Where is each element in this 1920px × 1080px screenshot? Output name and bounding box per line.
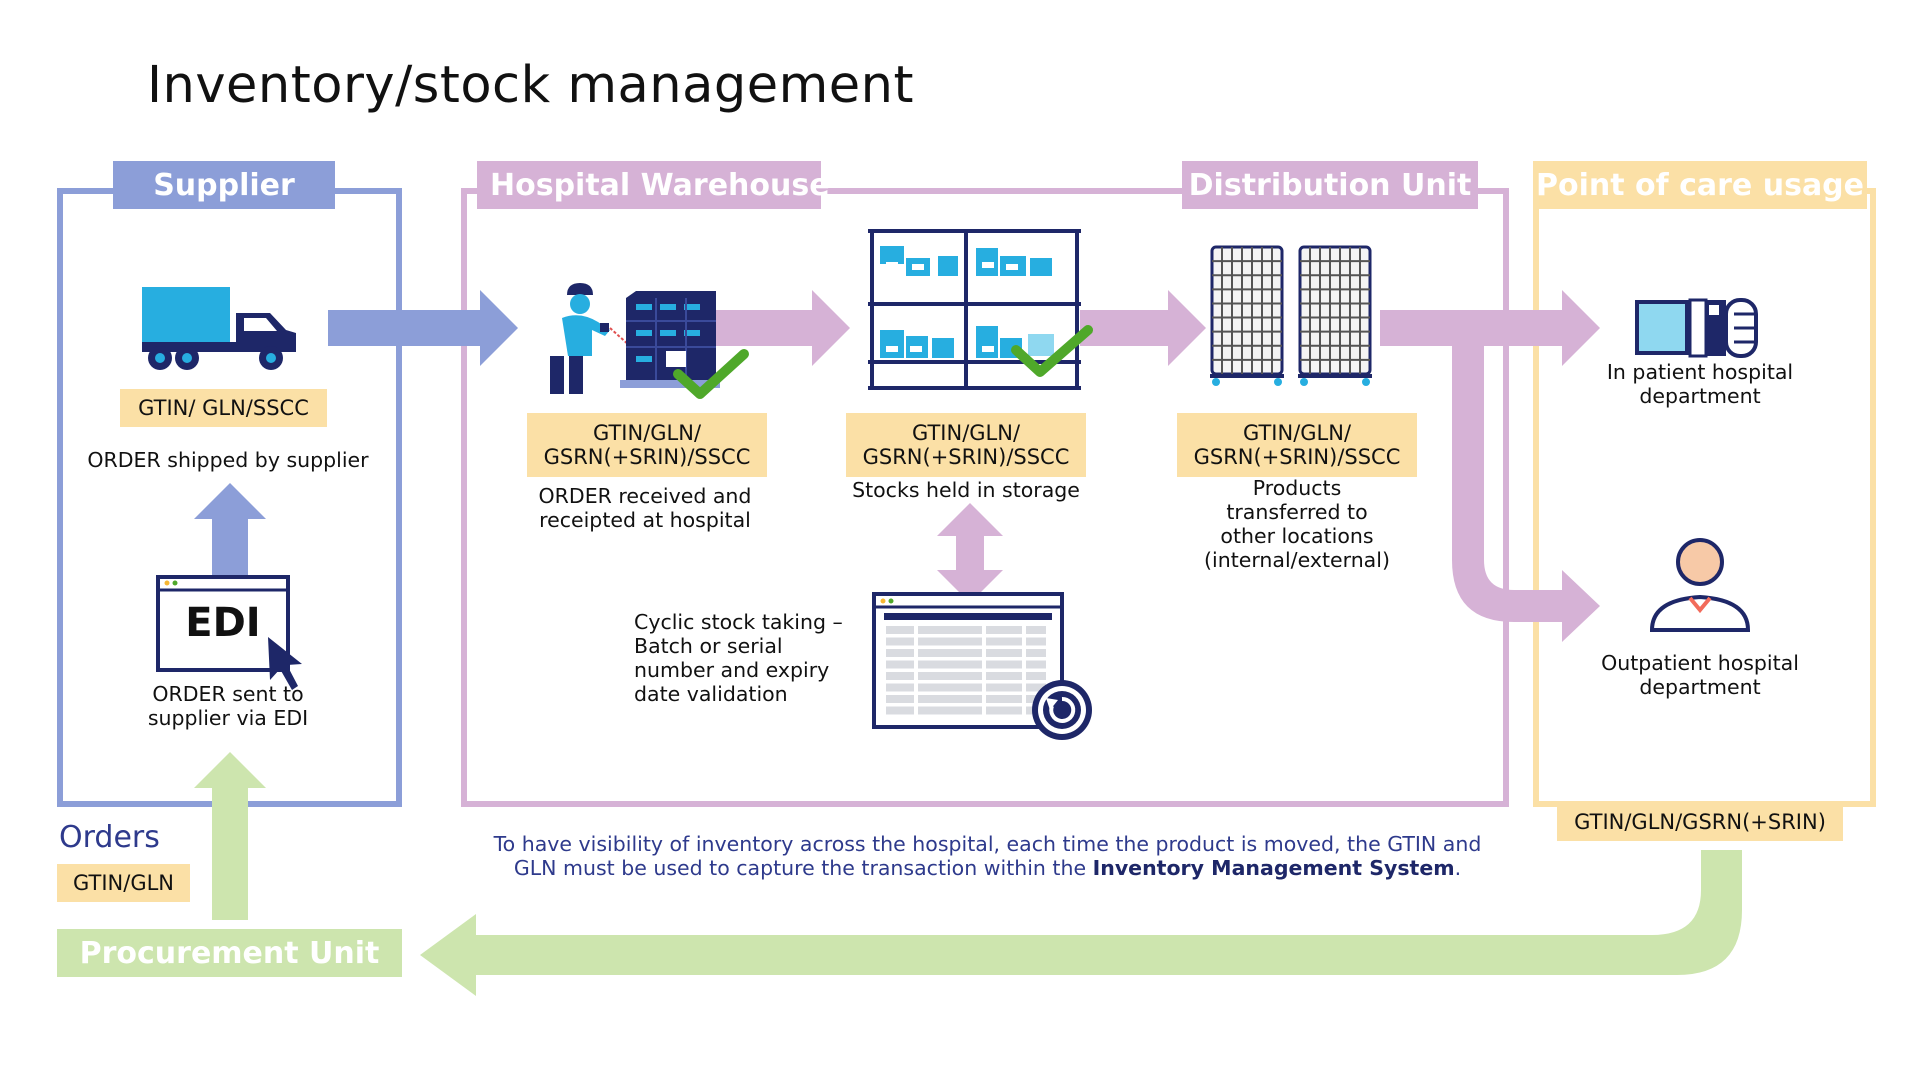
distribution-caption: Products transferred to other locations … <box>1182 476 1412 572</box>
point-of-care-frame <box>1533 188 1876 807</box>
receive-caption-line: ORDER received and <box>538 484 752 508</box>
pallet-icon <box>620 291 720 388</box>
distribution-code-line: GSRN(+SRIN)/SSCC <box>1193 445 1401 469</box>
warehouse-tab <box>477 161 821 209</box>
distribution-code-line: GTIN/GLN/ <box>1242 421 1352 445</box>
cyclic-caption-line: date validation <box>634 682 788 706</box>
edi-label: EDI <box>185 600 261 646</box>
receive-caption-line: receipted at hospital <box>539 508 751 532</box>
inpatient-caption-line: department <box>1639 384 1761 408</box>
footer-note-suffix: . <box>1454 856 1462 880</box>
supplier-shipped-caption: ORDER shipped by supplier <box>87 448 369 472</box>
cyclic-caption-line: Cyclic stock taking – <box>634 610 843 634</box>
orders-code: GTIN/GLN <box>57 864 190 902</box>
cyclic-caption-line: number and expiry <box>634 658 830 682</box>
check-icon <box>673 349 749 399</box>
footer-note-line2: GLN must be used to capture the transact… <box>470 856 1505 880</box>
orders-label: Orders <box>59 820 160 855</box>
storage-code-line: GSRN(+SRIN)/SSCC <box>862 445 1070 469</box>
warehouse-header: Hospital Warehouse <box>490 167 830 203</box>
arrow-return-to-procurement <box>420 850 1742 996</box>
procurement-header: Procurement Unit <box>79 935 380 971</box>
supplier-tab <box>113 161 335 209</box>
storage-caption: Stocks held in storage <box>852 478 1080 502</box>
point-of-care-tab <box>1533 161 1867 209</box>
distribution-code: GTIN/GLN/ GSRN(+SRIN)/SSCC <box>1177 413 1417 477</box>
receive-code-line: GSRN(+SRIN)/SSCC <box>543 445 751 469</box>
footer-note: To have visibility of inventory across t… <box>470 832 1505 880</box>
edi-caption: ORDER sent to supplier via EDI <box>118 682 338 730</box>
inpatient-caption: In patient hospital department <box>1580 360 1820 408</box>
edi-window-icon <box>156 575 290 672</box>
arrow-storage-spreadsheet <box>937 503 1003 603</box>
truck-icon <box>142 287 296 370</box>
roll-cage-icon <box>1298 245 1372 386</box>
arrow-to-outpatient <box>1452 346 1600 642</box>
spreadsheet-icon <box>872 592 1064 729</box>
point-of-care-header: Point of care usage <box>1535 167 1865 203</box>
worker-scanner-icon <box>550 283 641 394</box>
receive-code: GTIN/GLN/ GSRN(+SRIN)/SSCC <box>527 413 767 477</box>
storage-code: GTIN/GLN/ GSRN(+SRIN)/SSCC <box>846 413 1086 477</box>
footer-note-emphasis: Inventory Management System <box>1092 856 1455 880</box>
patient-icon <box>1649 538 1751 632</box>
wristband-icon <box>1635 298 1758 358</box>
supplier-header: Supplier <box>153 167 295 203</box>
refresh-icon <box>1032 680 1092 740</box>
procurement-tab <box>57 929 402 977</box>
distribution-caption-line: other locations <box>1220 524 1374 548</box>
distribution-caption-line: (internal/external) <box>1204 548 1390 572</box>
receive-caption: ORDER received and receipted at hospital <box>520 484 770 532</box>
point-of-care-code: GTIN/GLN/GSRN(+SRIN) <box>1557 803 1843 841</box>
storage-code-line: GTIN/GLN/ <box>911 421 1021 445</box>
cyclic-caption-line: Batch or serial <box>634 634 783 658</box>
outpatient-caption-line: Outpatient hospital <box>1601 651 1799 675</box>
warehouse-frame <box>461 188 1509 807</box>
receive-code-line: GTIN/GLN/ <box>592 421 702 445</box>
roll-cage-icon <box>1210 245 1284 386</box>
page-title: Inventory/stock management <box>147 56 914 115</box>
supplier-code: GTIN/ GLN/SSCC <box>120 389 327 427</box>
distribution-header: Distribution Unit <box>1188 167 1472 203</box>
arrow-receive-to-storage <box>700 290 850 366</box>
arrow-edi-to-supplier <box>194 483 266 576</box>
edi-caption-line: supplier via EDI <box>147 706 309 730</box>
distribution-tab <box>1182 161 1478 209</box>
inpatient-caption-line: In patient hospital <box>1606 360 1794 384</box>
footer-note-prefix: GLN must be used to capture the transact… <box>513 856 1093 880</box>
check-icon <box>1011 325 1093 377</box>
cursor-icon <box>268 637 302 690</box>
distribution-caption-line: transferred to <box>1226 500 1368 524</box>
outpatient-caption: Outpatient hospital department <box>1580 651 1820 699</box>
cyclic-caption: Cyclic stock taking – Batch or serial nu… <box>634 610 843 706</box>
arrow-procurement-to-edi <box>194 752 266 920</box>
distribution-caption-line: Products <box>1252 476 1342 500</box>
outpatient-caption-line: department <box>1639 675 1761 699</box>
arrow-storage-to-distribution <box>1080 290 1206 366</box>
footer-note-line1: To have visibility of inventory across t… <box>493 832 1482 856</box>
arrow-to-inpatient <box>1380 290 1600 366</box>
edi-caption-line: ORDER sent to <box>152 682 304 706</box>
arrow-supplier-to-warehouse <box>328 290 518 366</box>
